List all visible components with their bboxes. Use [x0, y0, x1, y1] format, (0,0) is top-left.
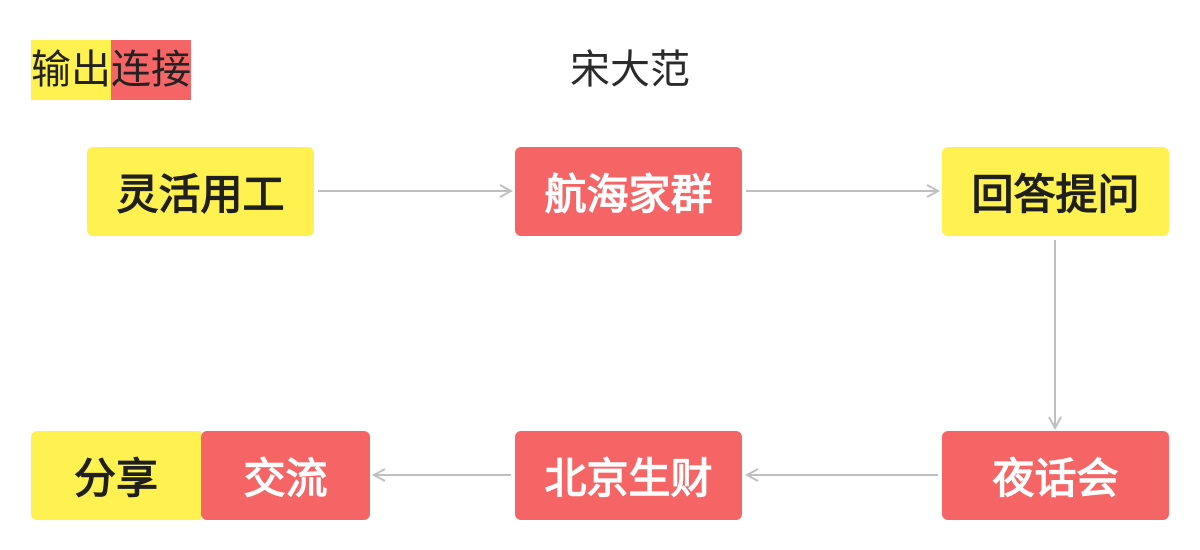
- node-flexible-work: 灵活用工: [87, 147, 314, 236]
- legend-output: 输出: [31, 40, 111, 100]
- diagram-title: 宋大范: [570, 47, 690, 93]
- legend-connect: 连接: [111, 40, 191, 100]
- node-share: 分享: [31, 431, 201, 520]
- legend: 输出 连接: [31, 40, 191, 100]
- node-exchange: 交流: [201, 431, 370, 520]
- node-qa: 回答提问: [942, 147, 1169, 236]
- node-beijing-wealth: 北京生财: [515, 431, 742, 520]
- node-voyage-group: 航海家群: [515, 147, 742, 236]
- node-night-talk: 夜话会: [942, 431, 1169, 520]
- node-share-exchange: 分享 交流: [31, 431, 370, 520]
